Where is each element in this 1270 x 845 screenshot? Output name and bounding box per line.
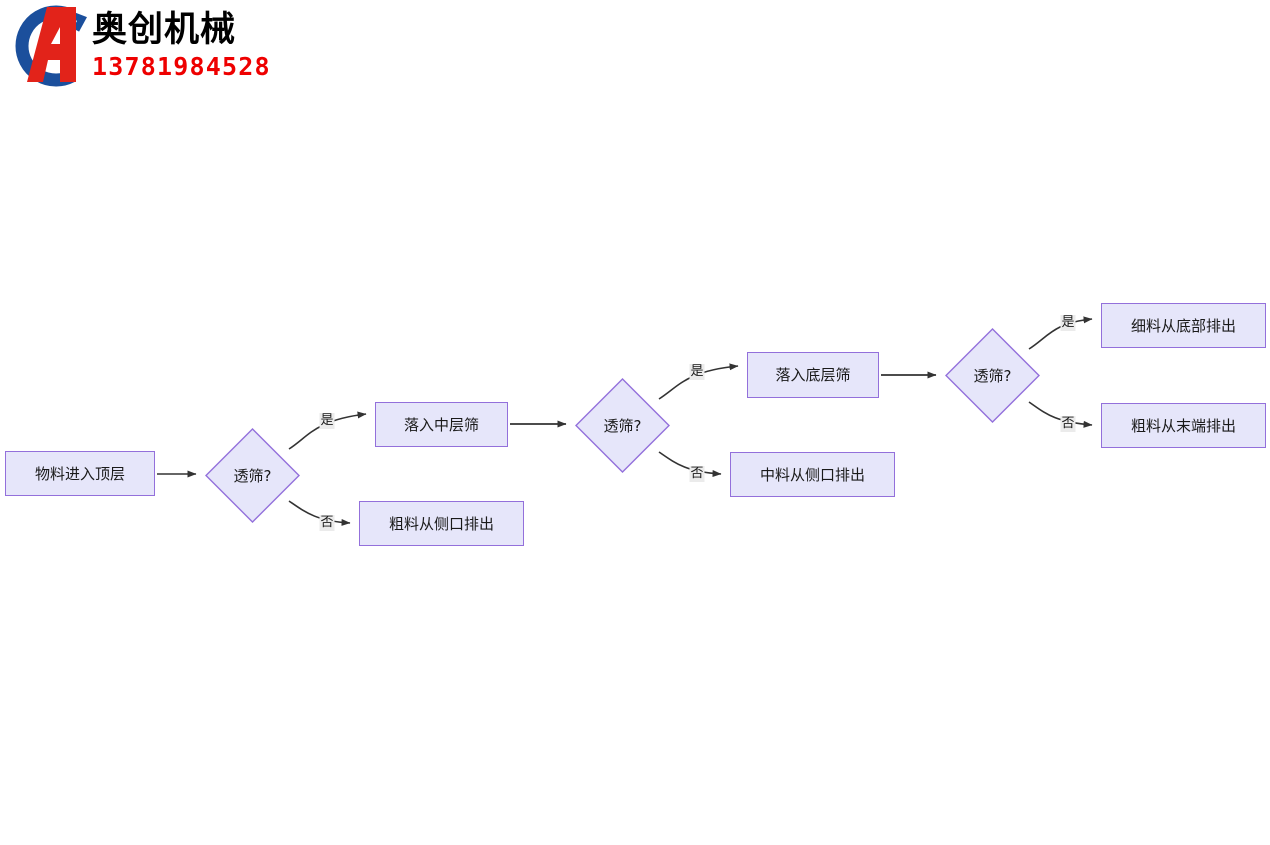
node-label: 透筛? (233, 466, 272, 485)
edge-label-d3-no: 否 (1060, 416, 1076, 432)
node-decision-pass-screen-2[interactable]: 透筛? (575, 378, 670, 473)
node-medium-out-side-port[interactable]: 中料从侧口排出 (730, 452, 895, 497)
node-falls-into-middle-screen[interactable]: 落入中层筛 (375, 402, 508, 447)
node-label: 透筛? (973, 366, 1012, 385)
node-decision-pass-screen-1[interactable]: 透筛? (205, 428, 300, 523)
edge-label-d2-no: 否 (689, 466, 705, 482)
node-label: 物料进入顶层 (34, 464, 125, 483)
contact-phone-number: 13781984528 (92, 52, 271, 81)
diamond-shape-icon (945, 328, 1040, 423)
brand-header: 奥创机械 13781984528 (0, 0, 300, 95)
node-decision-pass-screen-3[interactable]: 透筛? (945, 328, 1040, 423)
edge-label-d3-yes: 是 (1060, 315, 1076, 331)
edge-label-d1-no: 否 (319, 515, 335, 531)
node-label: 粗料从侧口排出 (388, 514, 494, 533)
node-material-enters-top-layer[interactable]: 物料进入顶层 (5, 451, 155, 496)
node-fine-out-bottom[interactable]: 细料从底部排出 (1101, 303, 1266, 348)
node-label: 细料从底部排出 (1130, 316, 1236, 335)
diamond-shape-icon (575, 378, 670, 473)
node-label: 落入中层筛 (403, 415, 479, 434)
node-label: 透筛? (603, 416, 642, 435)
node-falls-into-bottom-screen[interactable]: 落入底层筛 (747, 352, 879, 398)
node-coarse-out-side-port-1[interactable]: 粗料从侧口排出 (359, 501, 524, 546)
company-name: 奥创机械 (92, 10, 237, 50)
edge-label-d2-yes: 是 (689, 364, 705, 380)
brand-text-block: 奥创机械 13781984528 (92, 8, 292, 82)
node-coarse-out-end[interactable]: 粗料从末端排出 (1101, 403, 1266, 448)
node-label: 粗料从末端排出 (1130, 416, 1236, 435)
diamond-shape-icon (205, 428, 300, 523)
company-logo-icon (2, 2, 94, 90)
node-label: 落入底层筛 (775, 366, 851, 384)
edge-label-d1-yes: 是 (319, 413, 335, 429)
node-label: 中料从侧口排出 (759, 465, 865, 484)
